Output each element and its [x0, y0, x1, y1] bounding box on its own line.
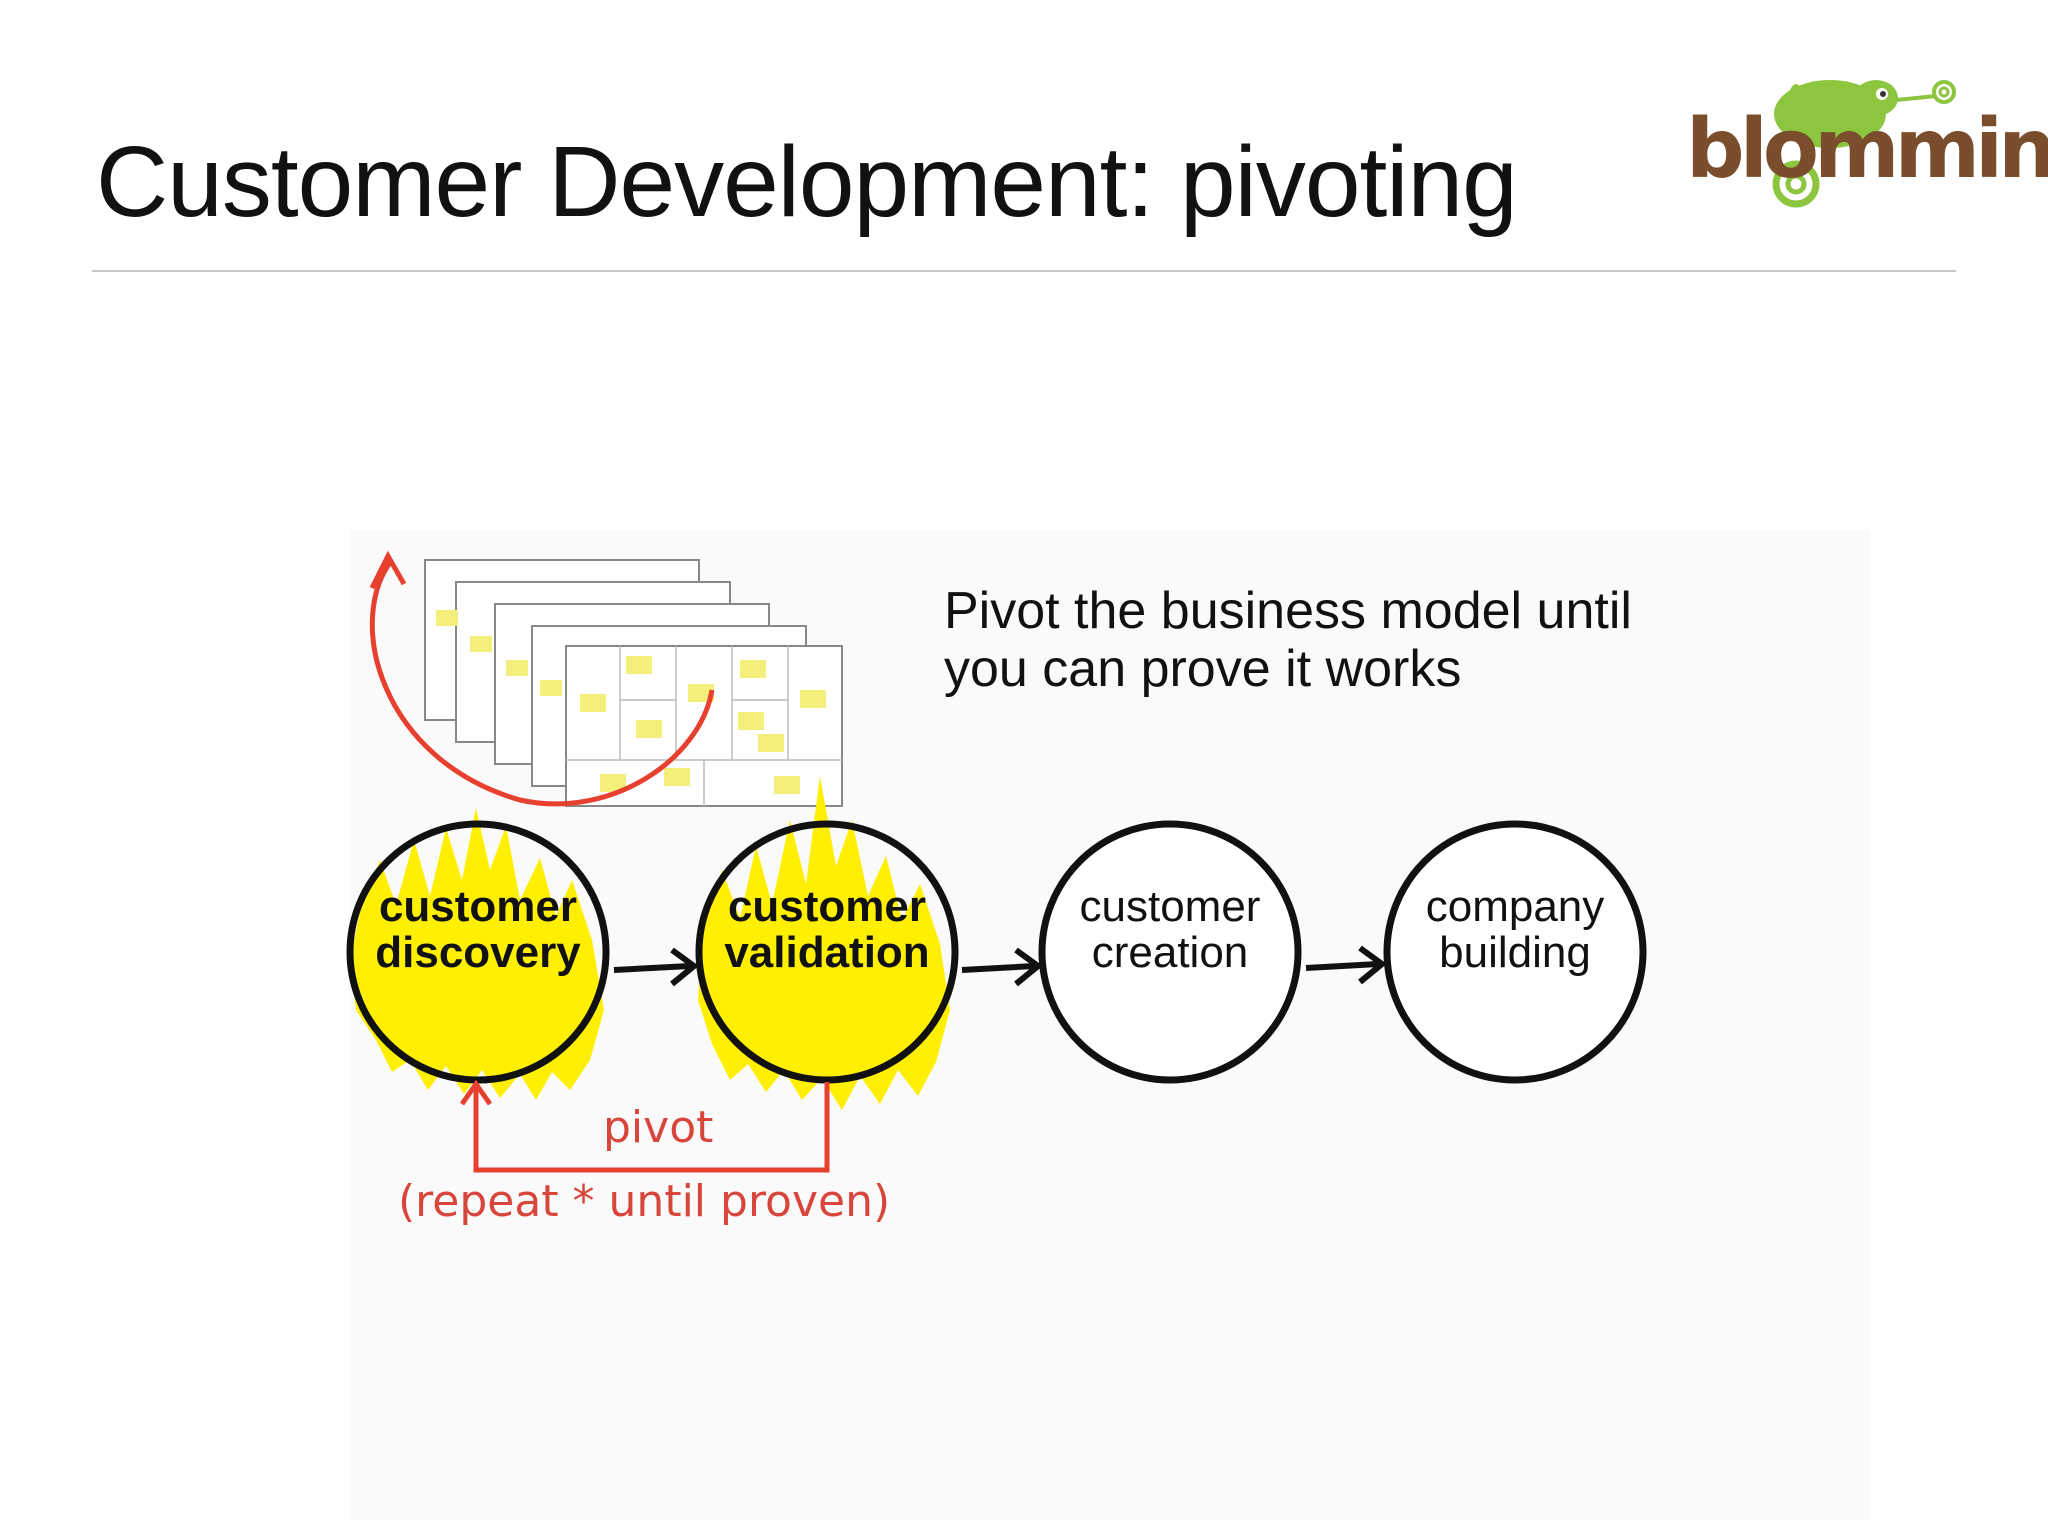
business-model-canvas-stack [424, 559, 843, 807]
arrow-head-icon [1014, 947, 1043, 987]
slide-title: Customer Development: pivoting [96, 126, 1518, 238]
stage-label-company-building: company building [1397, 884, 1633, 976]
blomming-logo: blomming [1680, 56, 2048, 216]
stage-label-line: creation [1091, 928, 1249, 977]
stage-label-line: building [1439, 928, 1591, 977]
discovery-highlight [350, 808, 604, 1100]
logo-wordmark: blomming [1686, 102, 2048, 197]
stage-label-line: discovery [375, 928, 581, 977]
repeat-until-proven-label: (repeat * until proven) [398, 1176, 891, 1227]
arrow-discovery-to-validation [613, 963, 691, 973]
circle-customer-creation [1038, 820, 1302, 1084]
stage-label-line: customer [727, 882, 927, 931]
stage-label-line: customer [1079, 882, 1261, 931]
pivot-loop-arrow [473, 1082, 830, 1173]
stage-label-line: company [1425, 882, 1605, 931]
stage-label-customer-creation: customer creation [1052, 884, 1288, 976]
pivot-arrow-head-icon [459, 1079, 493, 1106]
chameleon-mascot-icon [1772, 80, 1956, 208]
stage-label-line: validation [724, 928, 930, 977]
diagram-caption: Pivot the business model until you can p… [944, 582, 1632, 698]
circle-customer-validation [695, 820, 959, 1084]
caption-line-2: you can prove it works [944, 640, 1462, 698]
arrow-validation-to-creation [961, 963, 1035, 973]
arrow-head-icon [1358, 945, 1387, 985]
stage-label-customer-discovery: customer discovery [360, 884, 596, 976]
circle-company-building [1383, 820, 1647, 1084]
arrow-head-icon [670, 947, 699, 987]
arrow-creation-to-building [1305, 961, 1379, 971]
caption-line-1: Pivot the business model until [944, 582, 1632, 640]
pivot-label: pivot [603, 1102, 714, 1153]
stage-label-customer-validation: customer validation [709, 884, 945, 976]
iteration-arrow-head-icon [369, 550, 407, 590]
validation-highlight [698, 776, 950, 1110]
title-divider [92, 270, 1956, 272]
circle-customer-discovery [346, 820, 610, 1084]
iteration-arrow [369, 558, 715, 807]
stage-label-line: customer [378, 882, 578, 931]
